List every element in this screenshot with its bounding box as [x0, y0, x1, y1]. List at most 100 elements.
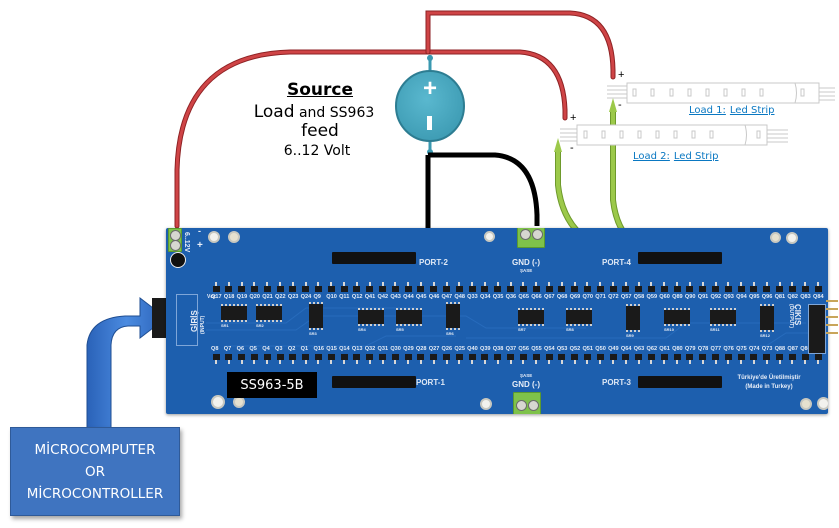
shift-register-label: SR6 [446, 331, 454, 336]
led-strip-2 [560, 124, 788, 146]
transistor-pin [701, 360, 704, 364]
mounting-hole [800, 398, 812, 410]
transistor-label: Q30 [390, 346, 401, 352]
ic-pins [446, 328, 460, 330]
transistor-label: Q95 [748, 294, 760, 300]
mounting-hole [786, 232, 798, 244]
load2-label[interactable]: Load 2:Led Strip [633, 151, 723, 162]
transistor-label: Q11 [339, 294, 350, 300]
transistor-label: Q84 [813, 294, 824, 300]
transistor-pin [522, 360, 525, 364]
transistor [788, 354, 796, 360]
transistor-pin [483, 282, 486, 286]
transistor [558, 286, 566, 292]
port1-label: PORT-1 [416, 378, 445, 387]
transistor-label: Q61 [659, 346, 670, 352]
transistor-pin [676, 360, 679, 364]
ic-pins [760, 330, 774, 332]
transistor-pin [496, 282, 499, 286]
transistor-pin [624, 282, 627, 286]
transistor-pin [560, 282, 563, 286]
ic-pins [518, 324, 544, 326]
transistor-label: Q31 [377, 346, 389, 352]
transistor-pin [483, 360, 486, 364]
transistor [519, 286, 527, 292]
ic-pins [566, 308, 592, 310]
port1-header [332, 376, 416, 388]
transistor-pin [688, 282, 691, 286]
shift-register-label: SR4 [358, 327, 366, 332]
port4-label: PORT-4 [602, 258, 631, 267]
transistor-pin [752, 282, 755, 286]
transistor [596, 354, 604, 360]
transistor [314, 354, 322, 360]
transistor-label: Q71 [595, 294, 606, 300]
transistor-pin [355, 360, 358, 364]
transistor-label: Q44 [403, 294, 414, 300]
transistor-pin [586, 282, 589, 286]
mounting-hole [770, 232, 781, 243]
load1-label[interactable]: Load 1:Led Strip [689, 105, 779, 116]
transistor-pin [650, 360, 653, 364]
transistor-label: Q62 [646, 346, 658, 352]
gnd-terminal-top [517, 228, 545, 248]
shift-register-label: SR3 [309, 331, 317, 336]
transistor-pin [471, 282, 474, 286]
transistor-pin [522, 282, 525, 286]
transistor-label: Q32 [364, 346, 376, 352]
port3-label: PORT-3 [602, 378, 631, 387]
shift-register-label: SR2 [256, 323, 264, 328]
transistor [366, 286, 374, 292]
transistor-label: Q13 [351, 346, 363, 352]
transistor-pin [279, 282, 282, 286]
transistor-label: Q91 [697, 294, 709, 300]
mounting-hole [484, 231, 495, 242]
transistor [545, 354, 553, 360]
transistor-pin [343, 282, 346, 286]
transistor-pin [688, 360, 691, 364]
power-source-symbol [395, 55, 465, 155]
transistor [276, 286, 284, 292]
shift-register-label: SR5 [396, 327, 404, 332]
transistor-label: Q80 [672, 346, 683, 352]
source-description-line2: feed [301, 121, 339, 141]
transistor-label: Q26 [441, 346, 453, 352]
transistor-label: Q20 [249, 294, 260, 300]
transistor [430, 354, 438, 360]
transistor-pin [573, 282, 576, 286]
transistor-label: Q87 [787, 346, 798, 352]
transistor-label: Q88 [774, 346, 786, 352]
transistor [635, 286, 643, 292]
transistor-pin [432, 282, 435, 286]
transistor-pin [535, 360, 538, 364]
transistor-pin [509, 282, 512, 286]
source-voltage: 6..12 Volt [283, 143, 351, 159]
transistor [724, 354, 732, 360]
transistor-label: Q76 [723, 346, 734, 352]
transistor [801, 286, 809, 292]
transistor-label: Q52 [569, 346, 581, 352]
gnd-top-sub: ŞASE [520, 268, 533, 273]
transistor [763, 354, 771, 360]
transistor-pin [458, 360, 461, 364]
transistor [737, 286, 745, 292]
shift-register-label: SR8 [566, 327, 574, 332]
transistor-pin [817, 282, 819, 286]
power-plus-label: + [197, 240, 203, 251]
ic-pins [664, 324, 690, 326]
transistor-pin [637, 360, 640, 364]
wire-ground-top [428, 152, 540, 226]
transistor [750, 354, 758, 360]
transistor-label: Q29 [403, 346, 414, 352]
transistor-pin [701, 282, 704, 286]
transistor [455, 354, 463, 360]
transistor-label: Q83 [800, 294, 811, 300]
transistor-label: Q56 [518, 346, 529, 352]
transistor-label: Q34 [479, 294, 491, 300]
transistor-pin [650, 282, 653, 286]
transistor-label: Q60 [659, 294, 670, 300]
transistor [302, 286, 310, 292]
mounting-hole [480, 398, 492, 410]
